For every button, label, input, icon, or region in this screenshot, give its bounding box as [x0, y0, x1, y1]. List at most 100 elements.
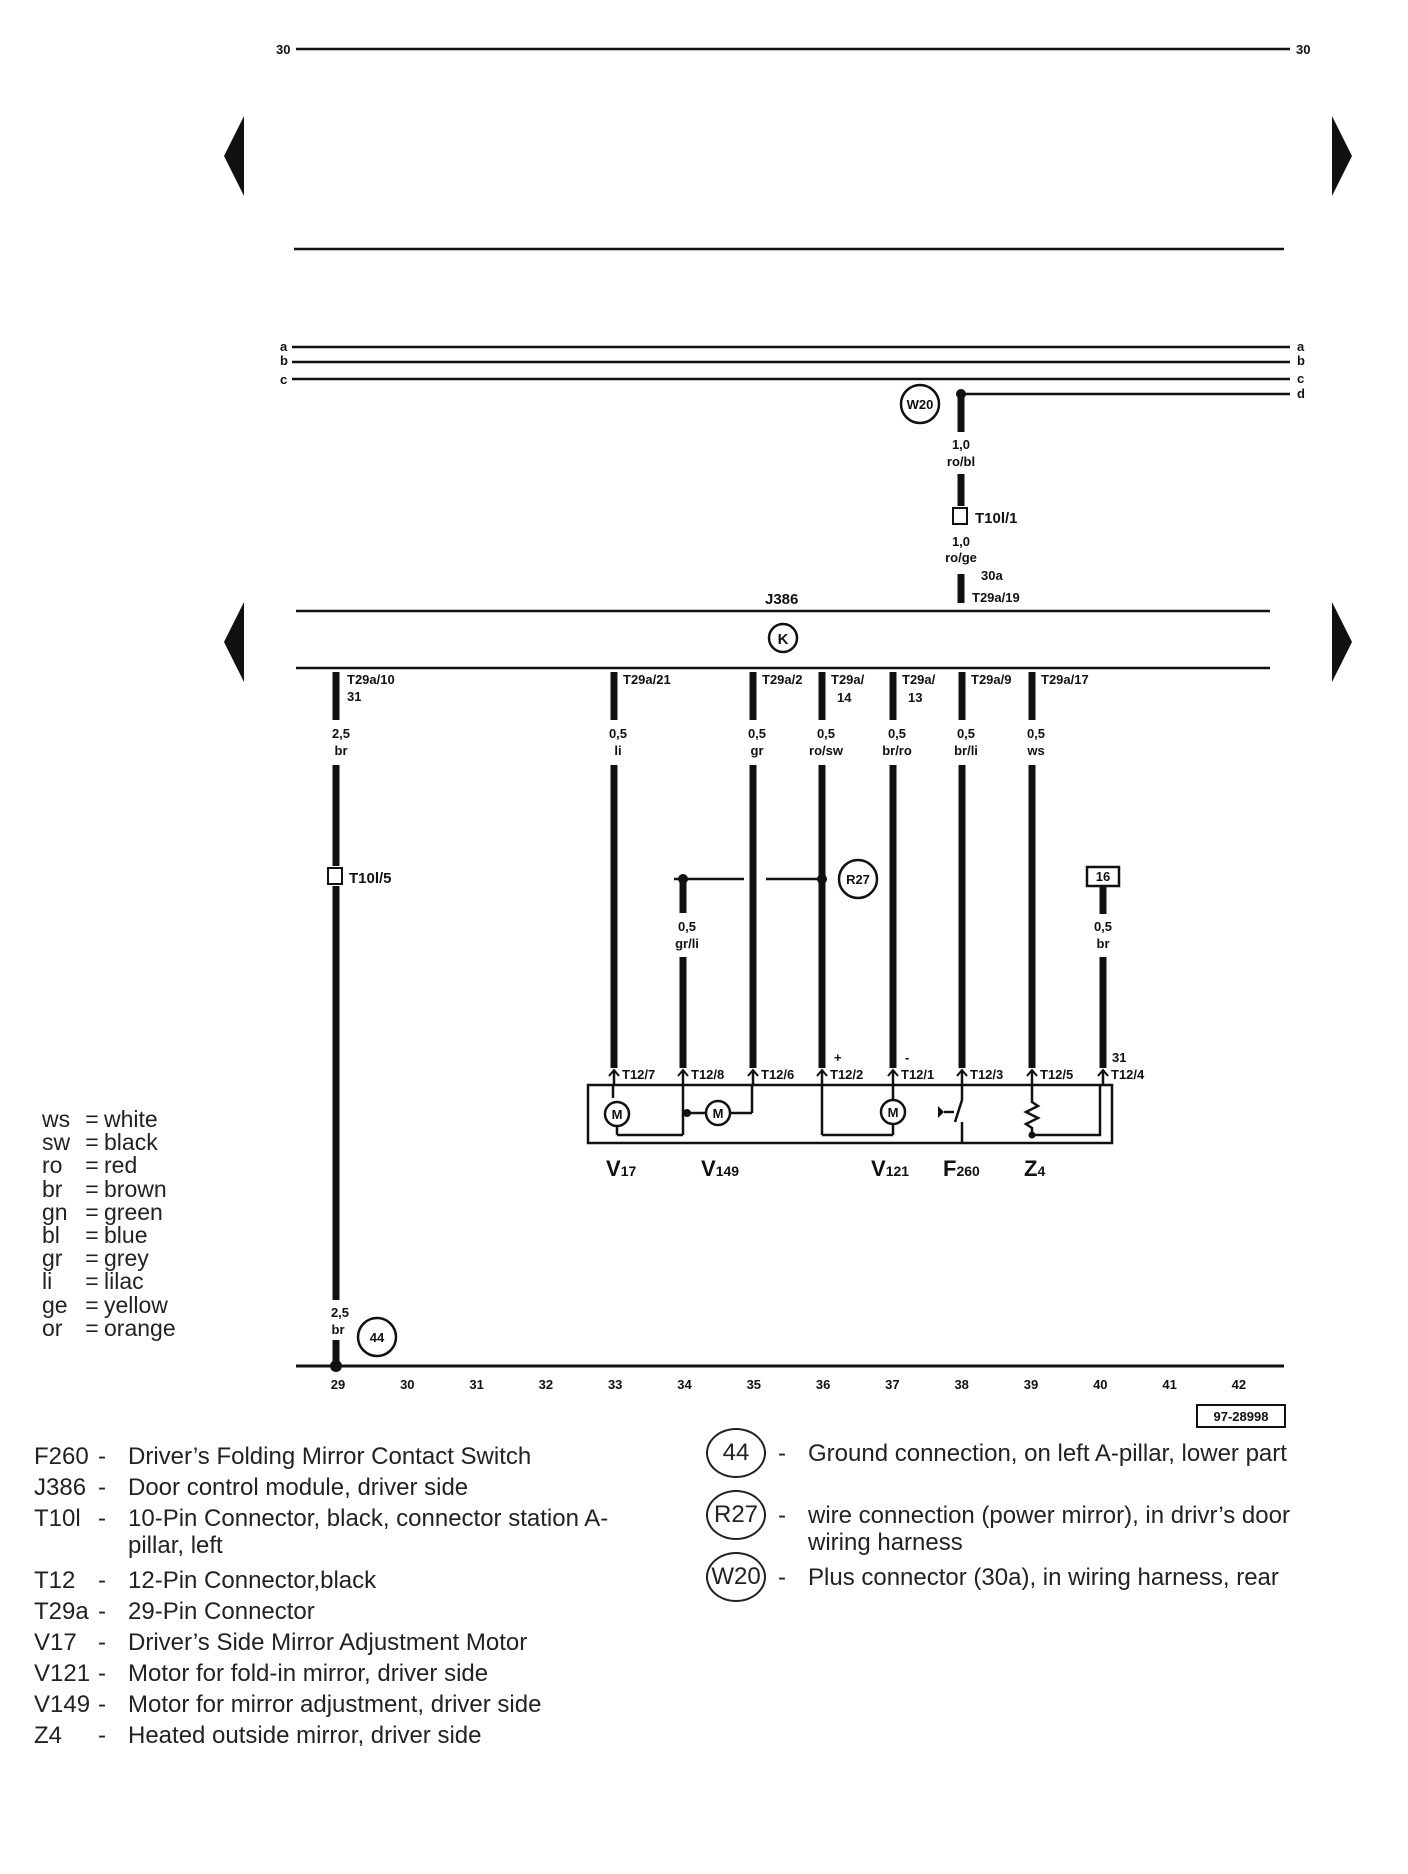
- scale-31: 31: [469, 1377, 483, 1392]
- mirror-assembly: M M M: [586, 1083, 1114, 1145]
- ground-wire: T29a/10 31 2,5 br T10l/5 2,5 br 44: [327, 672, 398, 1372]
- t12-pin-label-3: T12/2: [830, 1067, 863, 1082]
- color-eq: =: [85, 1175, 99, 1202]
- feed-wire-color-2: ro/ge: [945, 550, 977, 565]
- terminal-30-label-right: 30: [1296, 42, 1310, 57]
- color-name: red: [104, 1152, 138, 1179]
- wire-2-color: ro/sw: [809, 743, 844, 758]
- door-control-module-j386: J386 K: [296, 591, 1270, 670]
- legend-text: Heated outside mirror, driver side: [128, 1722, 482, 1749]
- next-page-arrow-icon-lower[interactable]: [1332, 602, 1352, 682]
- color-name: yellow: [104, 1291, 168, 1318]
- color-eq: =: [85, 1106, 99, 1132]
- color-eq: =: [85, 1245, 99, 1272]
- terminal-16-label: 16: [1096, 869, 1110, 884]
- ground-connection-44-label: 44: [370, 1330, 385, 1345]
- motor-v149-label: M: [713, 1106, 724, 1121]
- wire-5-size: 0,5: [1027, 726, 1045, 741]
- color-key-row: sw =black: [42, 1131, 176, 1154]
- legend-text: Door control module, driver side: [128, 1474, 469, 1501]
- legend-text: Motor for fold-in mirror, driver side: [128, 1660, 489, 1687]
- t12-pin-label-6: T12/5: [1040, 1067, 1073, 1082]
- color-key-row: gn=green: [42, 1198, 176, 1225]
- feed-wire-pin: T29a/19: [972, 590, 1020, 605]
- symbol-legend-icon: R27: [706, 1490, 766, 1540]
- previous-page-arrow-icon[interactable]: [224, 116, 244, 196]
- ground-wire-size-bottom: 2,5: [331, 1305, 349, 1320]
- plus-connector-w20-label: W20: [907, 397, 934, 412]
- wire-0-pin: T29a/21: [623, 672, 671, 687]
- scale-29: 29: [331, 1377, 345, 1392]
- terminal-30-line: 30 30: [276, 42, 1310, 57]
- wire-2-pin: T29a/: [831, 672, 865, 687]
- ground-wire-size: 2,5: [332, 726, 350, 741]
- wire-5-pin: T29a/17: [1041, 672, 1089, 687]
- t12-pin-label-0: T12/7: [622, 1067, 655, 1082]
- color-key-row: ge=yellow: [42, 1291, 176, 1318]
- color-key-row: gr=grey: [42, 1247, 176, 1270]
- wire-3-size: 0,5: [888, 726, 906, 741]
- wire-5-color: ws: [1026, 743, 1044, 758]
- wire-3-color: br/ro: [882, 743, 912, 758]
- component-v149-label: V149: [701, 1156, 739, 1181]
- busbars: a b c a b c d: [280, 339, 1305, 401]
- legend-code: V121: [34, 1660, 91, 1687]
- wire-2: T29a/140,5ro/sw+: [809, 672, 865, 1068]
- splice-r27-label: R27: [846, 872, 870, 887]
- previous-page-arrow-icon-lower[interactable]: [224, 602, 244, 682]
- color-abbr: sw: [42, 1129, 71, 1156]
- color-abbr: gr: [42, 1245, 63, 1272]
- terminal-16-wire-terminal: 31: [1112, 1050, 1126, 1065]
- drawing-number-box: [1196, 1404, 1286, 1428]
- color-key-row: br=brown: [42, 1175, 176, 1202]
- switch-f260-actuator-icon: [938, 1106, 944, 1118]
- legend-code: V149: [34, 1691, 91, 1718]
- color-name: black: [104, 1129, 158, 1156]
- color-key-row: li=lilac: [42, 1270, 176, 1293]
- legend-code: J386: [34, 1474, 87, 1501]
- bus-label-d-right: d: [1297, 386, 1305, 401]
- color-name: green: [104, 1198, 163, 1225]
- legend-code: Z4: [34, 1722, 63, 1749]
- symbol-legend-text: wire connection (power mirror), in drivr…: [808, 1502, 1290, 1556]
- connector-t10l-5-icon: [327, 867, 343, 885]
- scale-40: 40: [1093, 1377, 1107, 1392]
- connector-t10l-1-label: T10l/1: [975, 510, 1018, 527]
- wire-4-pin: T29a/9: [971, 672, 1011, 687]
- splice-r27: R27 0,5 gr/li: [674, 858, 879, 1068]
- scale-32: 32: [539, 1377, 553, 1392]
- connector-t10l-1-icon: [952, 507, 968, 525]
- color-key-row: ws=white: [42, 1106, 176, 1132]
- ground-wire-color: br: [335, 743, 348, 758]
- legend-code: T12: [34, 1567, 76, 1594]
- ground-wire-terminal: 31: [347, 689, 361, 704]
- wire-4-size: 0,5: [957, 726, 975, 741]
- wire-0-size: 0,5: [609, 726, 627, 741]
- color-eq: =: [85, 1129, 99, 1156]
- splice-r27-symbol: [837, 858, 879, 900]
- scale-39: 39: [1024, 1377, 1038, 1392]
- plus-connector-w20-symbol: [899, 383, 941, 425]
- feed-wire-30a: W20 1,0 ro/bl T10l/1 1,0 ro/ge 30a T29a/…: [899, 383, 1020, 605]
- bus-label-c-right: c: [1297, 371, 1304, 386]
- symbol-legend-dash: -: [778, 1564, 786, 1591]
- legend-code: T29a: [34, 1598, 89, 1625]
- legend-dash: -: [98, 1505, 106, 1532]
- motor-v17-label: M: [612, 1107, 623, 1122]
- next-page-arrow-icon[interactable]: [1332, 116, 1352, 196]
- color-name: lilac: [104, 1268, 144, 1295]
- scale-41: 41: [1162, 1377, 1176, 1392]
- t12-pin-label-5: T12/3: [970, 1067, 1003, 1082]
- signal-wires: T29a/210,5liT29a/20,5grT29a/140,5ro/sw+T…: [609, 672, 1089, 1068]
- scale-33: 33: [608, 1377, 622, 1392]
- legend-code: V17: [34, 1629, 77, 1656]
- ground-wire-pin: T29a/10: [347, 672, 395, 687]
- color-name: brown: [104, 1175, 167, 1202]
- component-f260-label: F260: [943, 1156, 980, 1181]
- wire-0: T29a/210,5li: [609, 672, 671, 1068]
- scale-42: 42: [1232, 1377, 1246, 1392]
- color-abbr: bl: [42, 1222, 60, 1249]
- legend-text: 12-Pin Connector,black: [128, 1567, 377, 1594]
